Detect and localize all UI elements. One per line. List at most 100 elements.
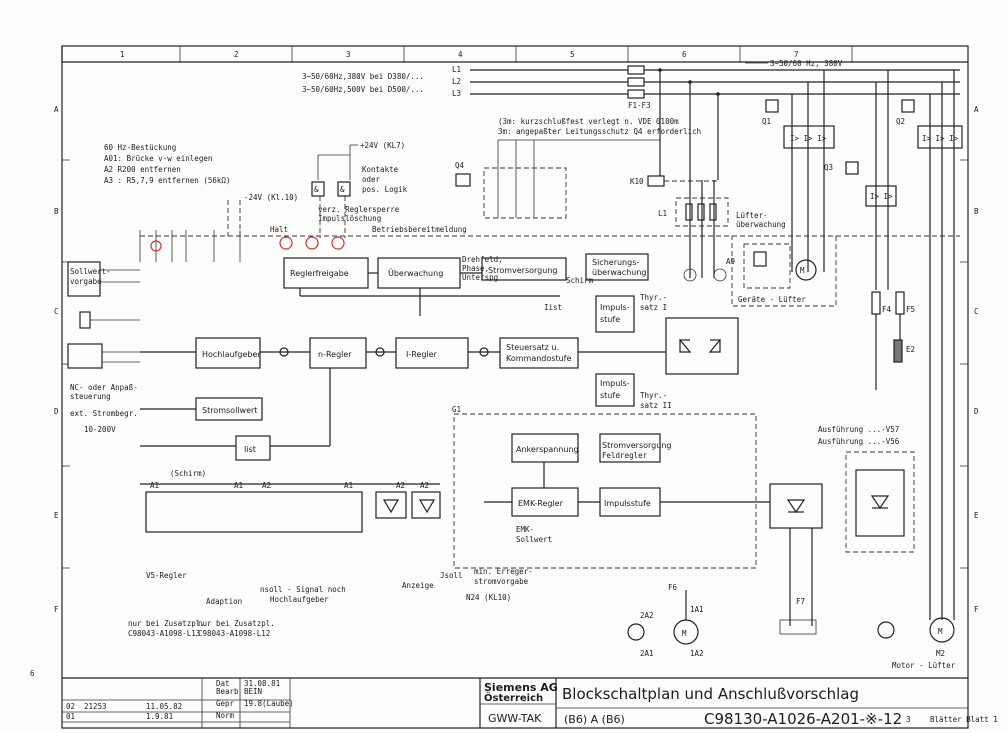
svg-text:2A1: 2A1 xyxy=(640,649,654,658)
svg-text:Impuls-: Impuls- xyxy=(600,379,630,388)
svg-text:Thyr.-: Thyr.- xyxy=(640,293,667,302)
svg-text:M: M xyxy=(800,266,805,275)
col-4: 4 xyxy=(458,50,463,59)
fan-motor-m2: M M2 Motor - Lüfter xyxy=(877,617,956,670)
svg-text:Q2: Q2 xyxy=(896,117,905,126)
svg-text:Dat: Dat xyxy=(216,679,230,688)
svg-text:2A2: 2A2 xyxy=(640,611,654,620)
svg-text:Hochlaufgeber: Hochlaufgeber xyxy=(270,595,329,604)
contactor-k10: K10 xyxy=(630,175,720,187)
svg-text:F5: F5 xyxy=(906,305,915,314)
svg-text:Q4: Q4 xyxy=(455,161,465,170)
svg-text:L1: L1 xyxy=(658,209,667,218)
row-C: C xyxy=(54,307,59,316)
block-steuersatz: Steuersatz u. Kommandostufe xyxy=(499,337,579,369)
col-3: 3 xyxy=(346,50,351,59)
field-rectifier xyxy=(769,483,823,635)
svg-text:A1: A1 xyxy=(234,481,243,490)
svg-text:1A2: 1A2 xyxy=(690,649,704,658)
nc-control: NC- oder Anpaß- steuerung ext. Strombegr… xyxy=(67,343,206,478)
row-F: F xyxy=(54,605,59,614)
option-v56: Ausführung ...-V57 Ausführung ...-V56 xyxy=(818,425,915,553)
block-stromversorgung: Stromversorgung xyxy=(481,257,567,281)
fuses-label: F1-F3 xyxy=(628,101,651,110)
title-block: Dat 31.08.81 Bearb BEIN Gepr 19.8(Laube)… xyxy=(30,669,998,728)
cable-note-2: 3m: angepaßter Leitungsschutz Q4 erforde… xyxy=(498,127,701,136)
supply-500: 3~50/60Hz,500V bei D500/... xyxy=(302,85,424,94)
line-L2: L2 xyxy=(452,77,461,86)
svg-text:Halt: Halt xyxy=(270,225,288,234)
marked-terminal-1 xyxy=(279,236,293,250)
svg-text:Impulslöschung: Impulslöschung xyxy=(318,214,381,223)
svg-text:min. Erreger-: min. Erreger- xyxy=(474,567,533,576)
svg-text:oder: oder xyxy=(362,175,381,184)
svg-text:I> I>: I> I> xyxy=(870,192,893,201)
svg-text:A01: Brücke v-w einlegen: A01: Brücke v-w einlegen xyxy=(104,154,212,163)
svg-text:01: 01 xyxy=(66,712,75,721)
svg-text:Feldregler: Feldregler xyxy=(602,451,648,460)
svg-text:K10: K10 xyxy=(630,177,644,186)
svg-text:-24V (Kl.10): -24V (Kl.10) xyxy=(244,193,298,202)
svg-text:A1: A1 xyxy=(344,481,353,490)
svg-text:A9: A9 xyxy=(726,257,735,266)
svg-text:&: & xyxy=(340,185,345,194)
drawing-number: C98130-A1026-A201-※-12 xyxy=(704,710,902,728)
svg-text:11.05.82: 11.05.82 xyxy=(146,702,182,711)
company-name: Siemens AG xyxy=(484,681,558,694)
svg-text:1.9.81: 1.9.81 xyxy=(146,712,173,721)
svg-text:(Schirm): (Schirm) xyxy=(170,469,206,478)
cable-note-1: (3m: kurzschlußfest verlegt n. VDE 0100m xyxy=(498,117,679,126)
svg-text:satz I: satz I xyxy=(640,303,667,312)
svg-text:stufe: stufe xyxy=(600,315,620,324)
block-hochlaufgeber: Hochlaufgeber xyxy=(195,337,261,369)
svg-text:Ankerspannung: Ankerspannung xyxy=(516,445,579,454)
svg-text:NC- oder Anpaß-: NC- oder Anpaß- xyxy=(70,383,138,392)
department: GWW-TAK xyxy=(488,712,542,725)
svg-text:Bearb: Bearb xyxy=(216,687,239,696)
jsoll-label: Jsoll xyxy=(440,571,463,580)
svg-text:Sollwert: Sollwert xyxy=(516,535,552,544)
svg-text:Sollwert-: Sollwert- xyxy=(70,267,111,276)
breaker-q2: Q2 I> I> I> xyxy=(896,70,963,620)
col-5: 5 xyxy=(570,50,575,59)
svg-text:überwachung: überwachung xyxy=(592,268,647,277)
svg-text:E: E xyxy=(974,511,979,520)
svg-text:nur bei Zusatzpl.: nur bei Zusatzpl. xyxy=(198,619,275,628)
svg-text:EMK-Regler: EMK-Regler xyxy=(518,499,564,508)
svg-text:Reglerfreigabe: Reglerfreigabe xyxy=(290,269,349,278)
svg-text:Gepr: Gepr xyxy=(216,699,235,708)
svg-text:Geräte - Lüfter: Geräte - Lüfter xyxy=(738,295,806,304)
svg-text:19.8(Laube): 19.8(Laube) xyxy=(244,699,294,708)
col-2: 2 xyxy=(234,50,239,59)
block-n-regler: n-Regler xyxy=(309,337,367,369)
svg-text:stufe: stufe xyxy=(600,391,620,400)
logic-section: +24V (KL7) Kontakte oder pos. Logik & & … xyxy=(140,141,960,250)
block-impulsstufe-2: Impuls- stufe Thyr.- satz II xyxy=(595,373,672,410)
svg-text:Schirm: Schirm xyxy=(566,276,594,285)
svg-text:C98043-A1098-L13: C98043-A1098-L13 xyxy=(128,629,200,638)
svg-text:M: M xyxy=(938,627,943,636)
terminal-rail-a1: A1 A1 A2 A1 A2 A2 xyxy=(140,481,441,533)
svg-text:Drehfeld,: Drehfeld, xyxy=(462,255,503,264)
svg-text:Stromversorgung: Stromversorgung xyxy=(602,441,671,450)
svg-text:nur bei Zusatzpl.: nur bei Zusatzpl. xyxy=(128,619,205,628)
svg-text:N24 (KL10): N24 (KL10) xyxy=(466,593,511,602)
svg-text:Hochlaufgeber: Hochlaufgeber xyxy=(202,350,261,359)
svg-text:Stromsollwert: Stromsollwert xyxy=(202,406,257,415)
svg-text:M2: M2 xyxy=(936,649,945,658)
col-7: 7 xyxy=(794,50,799,59)
drawing-frame xyxy=(61,45,969,729)
supply-380: 3~50/60Hz,380V bei D380/... xyxy=(302,72,424,81)
field-controller-g1: G1 Ankerspannung Stromversorgung Feldreg… xyxy=(452,405,770,569)
svg-text:EMK-: EMK- xyxy=(516,525,534,534)
svg-text:B: B xyxy=(974,207,979,216)
svg-text:I> I> I>: I> I> I> xyxy=(922,134,959,143)
v5-regler-label: V5-Regler xyxy=(146,571,187,580)
fan-supervision: Lüfter- überwachung A9 M Geräte - Lüfter xyxy=(726,211,837,307)
top-right-supply: 3~50/60 Hz, 380V xyxy=(770,59,843,68)
svg-text:M: M xyxy=(682,629,687,638)
reactor-l1: L1 xyxy=(658,180,729,282)
block-stromsollwert: Stromsollwert xyxy=(195,397,263,421)
col-6: 6 xyxy=(682,50,687,59)
